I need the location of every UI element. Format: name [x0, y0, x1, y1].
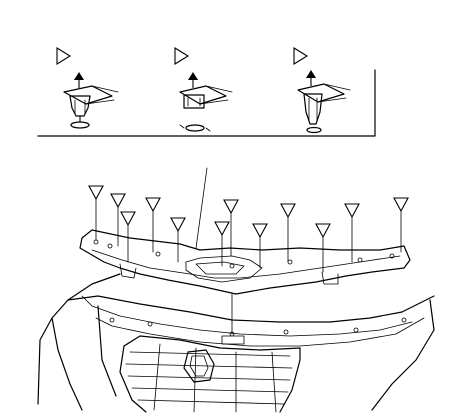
triangle-marker-icon	[315, 223, 331, 239]
triangle-marker-icon	[214, 221, 230, 237]
clip-removal-icon	[179, 72, 233, 132]
callout-leader-line	[195, 167, 208, 249]
inset-frame	[37, 69, 376, 137]
triangle-marker-icon	[252, 223, 268, 239]
clip-markers	[88, 185, 409, 273]
triangle-marker-icon	[223, 199, 239, 215]
step-marker-triangle-icon	[293, 47, 309, 65]
clip-removal-icon	[297, 70, 351, 134]
pull-arrow-icon	[188, 72, 198, 80]
triangle-marker-icon	[110, 193, 126, 209]
pull-arrow-icon	[74, 72, 84, 80]
clip-step-1	[56, 47, 119, 129]
triangle-marker-icon	[280, 203, 296, 219]
clip-removal-icon	[63, 72, 119, 129]
triangle-marker-icon	[145, 197, 161, 213]
upper-cover-part	[79, 229, 411, 335]
pull-arrow-icon	[306, 70, 316, 78]
step-marker-triangle-icon	[174, 47, 190, 65]
triangle-marker-icon	[88, 185, 104, 201]
clip-removal-inset	[37, 47, 376, 137]
triangle-marker-icon	[344, 203, 360, 219]
vehicle-front-body	[37, 273, 435, 413]
clip-step-3	[293, 47, 351, 134]
emblem-icon	[183, 349, 215, 383]
triangle-marker-icon	[393, 197, 409, 213]
clip-step-2	[174, 47, 233, 132]
step-marker-triangle-icon	[56, 47, 72, 65]
triangle-marker-icon	[170, 217, 186, 233]
triangle-marker-icon	[120, 211, 136, 227]
